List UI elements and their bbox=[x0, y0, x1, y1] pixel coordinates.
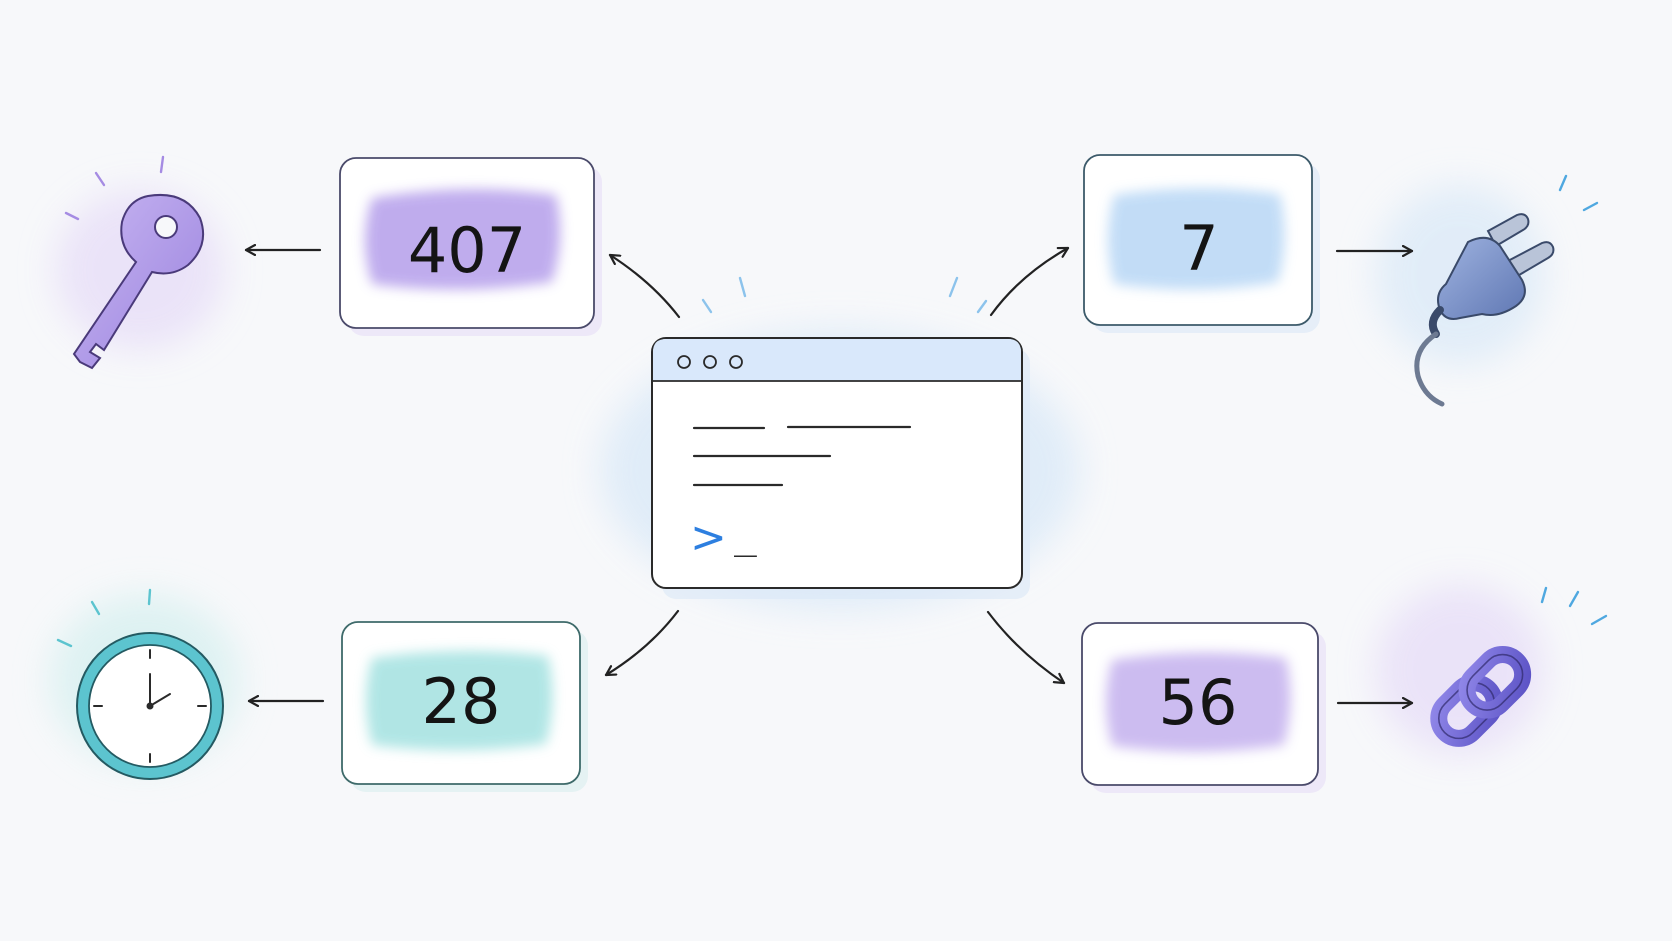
terminal-cursor: _ bbox=[734, 513, 757, 558]
value-box-top-left: 407 bbox=[339, 157, 602, 336]
value-label-bottom-left: 28 bbox=[422, 665, 501, 738]
value-box-bottom-left: 28 bbox=[341, 621, 588, 792]
terminal-window: > _ bbox=[651, 337, 1030, 599]
arrow-to-bottom-right bbox=[986, 610, 1066, 685]
clock-icon bbox=[56, 588, 224, 780]
value-label-top-right: 7 bbox=[1179, 212, 1218, 285]
connectors-icons bbox=[244, 250, 1414, 703]
terminal-title-bar bbox=[653, 339, 1021, 381]
arrow-to-bottom-left bbox=[604, 609, 680, 677]
connectors-center bbox=[604, 246, 1070, 685]
plug-icon bbox=[1414, 174, 1599, 407]
value-box-bottom-right: 56 bbox=[1081, 622, 1326, 793]
value-box-top-right: 7 bbox=[1083, 154, 1320, 333]
key-icon bbox=[64, 155, 204, 370]
terminal-text-lines bbox=[692, 425, 912, 487]
terminal-prompt-symbol: > bbox=[690, 512, 727, 563]
window-control-dot-1[interactable] bbox=[677, 355, 691, 369]
center-spark-ticks bbox=[701, 276, 988, 314]
window-control-dot-3[interactable] bbox=[729, 355, 743, 369]
arrow-to-top-right bbox=[989, 246, 1070, 317]
value-label-top-left: 407 bbox=[408, 214, 526, 287]
terminal-frame bbox=[651, 337, 1023, 589]
chain-link-icon bbox=[1430, 586, 1608, 747]
value-label-bottom-right: 56 bbox=[1159, 666, 1238, 739]
window-control-dot-2[interactable] bbox=[703, 355, 717, 369]
arrow-to-top-left bbox=[608, 253, 681, 319]
